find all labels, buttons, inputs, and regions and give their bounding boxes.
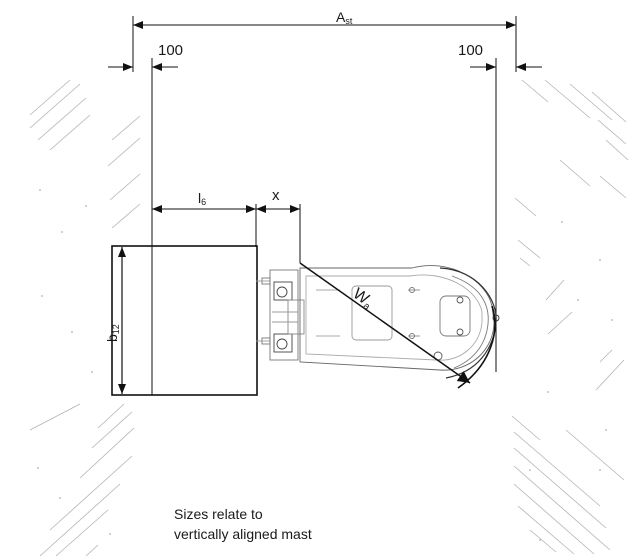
sizes-note-line-1: Sizes relate to: [174, 506, 263, 522]
reference-lines: [132, 16, 517, 395]
load-length-label: l6: [198, 190, 206, 207]
wall-hatching: [29, 79, 629, 557]
wall-dots: [37, 189, 613, 541]
load-width-label: b12: [104, 324, 121, 342]
sizes-note-line-2: vertically aligned mast: [174, 526, 312, 542]
distance-dimension: x: [256, 187, 300, 213]
distance-label: x: [272, 187, 280, 204]
turning-radius-label: Wa: [349, 285, 377, 313]
left-clearance-label: 100: [158, 42, 183, 59]
load-length-dimension: l6: [152, 190, 256, 213]
right-clearance-label: 100: [458, 42, 483, 59]
forklift-top-view: [256, 265, 500, 389]
load-width-dimension: b12: [104, 247, 126, 394]
overall-width-dimension: Ast: [133, 9, 516, 29]
overall-width-label: Ast: [336, 9, 353, 26]
turning-radius-dimension: Wa: [299, 262, 471, 384]
sizes-note: Sizes relate to vertically aligned mast: [174, 504, 312, 544]
load-outline: [111, 245, 258, 396]
